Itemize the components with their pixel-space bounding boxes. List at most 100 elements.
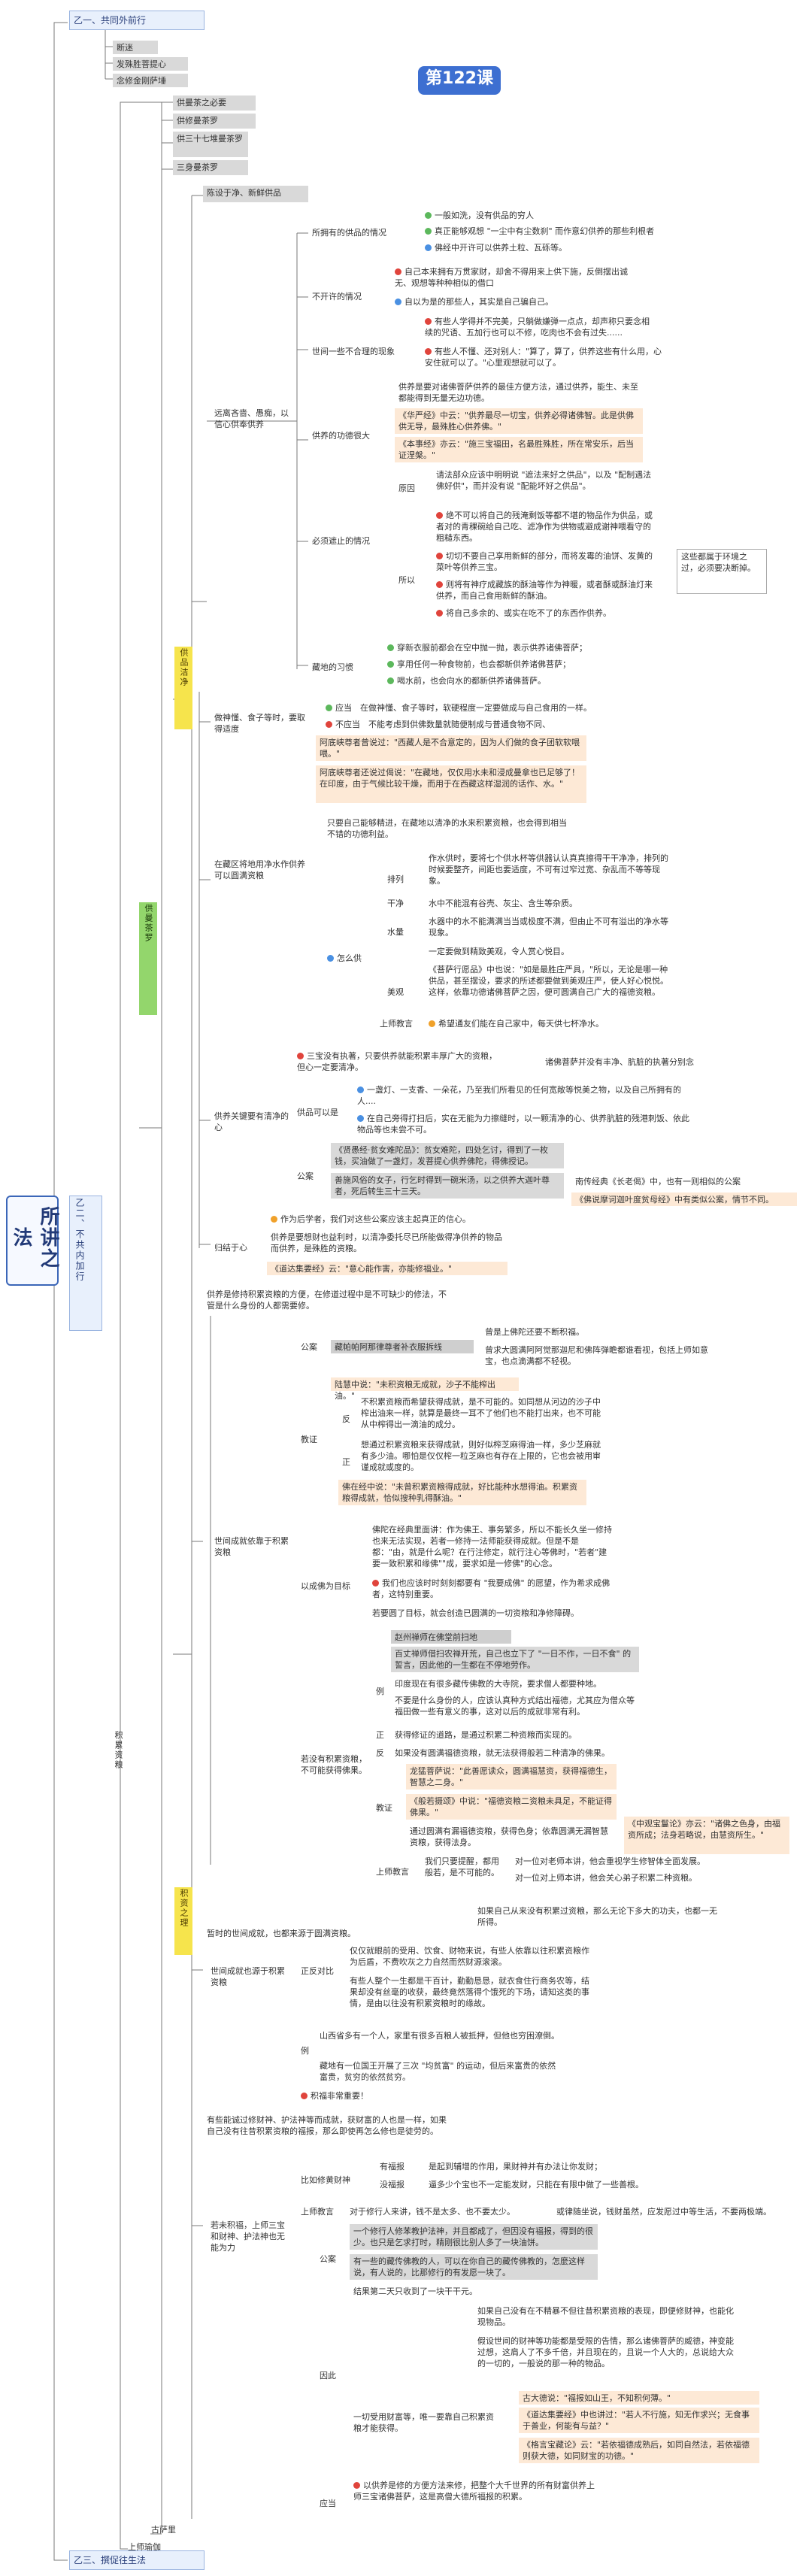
p8-row1-v0: 对于修行人来讲，钱不是太多、也不要太少。 [350,2207,515,2217]
sheng-ye-label[interactable]: 积累资粮 [109,1729,127,1790]
p2-row3: 阿底峡尊者还说过偈说："在藏地，仅仅用水未和浸成曼拿也已足够了！在印度，由于气候… [316,765,586,803]
p6-jiaojue-v0: 陆慧中说："未积资粮无成就，沙子不能榨出油。" [331,1377,519,1401]
p3-item1-key: 干净 [387,899,404,908]
p4-row1-v0: 《贤愚经·贫女难陀品》：贫女难陀，四处乞讨，得到了一枚钱，买油做了一盏灯，发菩提… [331,1143,564,1168]
p1-item4-sub2: 则将有神疗成藏族的酥油等作为神暖，或者酥或酥油灯来供养，而自己食用新鲜的酥油。 [432,577,658,603]
p7-row0-v1: 有些人整个一生都是干百计，勤勤恳恳，就衣食住行商务农等，结果却没有丝毫的收获，最… [350,1976,589,2008]
p6-l3-v2: 通过圆满有漏福德资粮，获得色身；依靠圆满无漏智慧资粮，获得法身。 [410,1826,608,1847]
p1-item1-key[interactable]: 不开许的情况 [312,292,362,302]
p1-item4-so: 所以 [398,575,415,585]
p6-jiaojue-key: 教证 [301,1435,317,1444]
p1-item1-v1: 自以为是的那些人，其实是自己骗自己。 [391,295,617,308]
p6-gongan-key: 公案 [301,1342,317,1352]
p1-item4-reason-text: 请法部众应该中明明说 "遮法来好之供品"，以及 "配制遇法佛好供"，而并没有说 … [436,470,652,491]
p6-intro: 供养是修持积累资粮的方便，在修道过程中是不可缺少的修法，不管是什么身份的人都需要… [207,1290,447,1311]
p6-c1-key: 正 [342,1457,350,1467]
p1-item3-v2: 《本事经》亦云："施三宝福田，名最胜殊胜，所在常安乐，后当证涅槃。" [395,437,643,462]
star-icon [271,1216,277,1223]
p3-item1-val: 水中不能混有谷壳、灰尘、含生等杂质。 [429,899,577,908]
p1-item5-v2: 喝水前，也会向水的都新供养诸佛菩萨。 [383,674,699,687]
p3-item0-val: 作水供时，要将七个供水杯等供器认认真真擦得干干净净，排列的时候要整齐，间距也要适… [429,853,668,886]
check-icon [326,705,332,711]
p5-v2: 《道达集要经》云："意心能作害，亦能修福业。" [267,1262,508,1275]
p6-l3-v3: 《中观宝鬘论》亦云："诸佛之色身，由福资所成；法身若略说，由慧资所生。" [624,1817,789,1854]
p1-item4-summary: 这些都属于环境之过，必须要决断掉。 [677,549,767,594]
sub-yi-yi-0[interactable]: 断迷 [113,41,158,54]
p5-v1: 供养是要想财也益利时，以清净委托尽已所能做得净供养的物品而供养，是殊胜的资粮。 [271,1232,502,1253]
part7-head[interactable]: 世间成就也源于积累资粮 [211,1966,285,1987]
cross-icon [436,512,443,519]
sub-yi-yi-2[interactable]: 念修金刚萨埵 [113,74,188,87]
p1-item2-key[interactable]: 世间一些不合理的现象 [312,347,395,356]
section-yi-er-label: 乙二、不共内加行 [74,1198,85,1282]
p4-row0-key: 供品可以是 [297,1108,338,1117]
p1-item0-v1-text: 真正能够观想 "一尘中有尘数刹" 而作意幻供养的那些利根者 [435,226,655,236]
p7-row0-v0: 仅仅就眼前的受用、饮食、财物来说，有些人依靠以往积累资粮作为后盾，不费吹灰之力自… [350,1946,589,1967]
part1-head[interactable]: 远离吝啬、愚痴，以信心供奉供养 [214,408,289,429]
gong-mandala-text: 供曼茶罗 [144,904,153,943]
cross-icon [436,581,443,588]
part5-head[interactable]: 归结于心 [214,1243,247,1253]
sub-yi-er-1[interactable]: 供修曼茶罗 [173,114,256,129]
ji-zhi-text: 积资之理 [179,1889,189,1928]
p8-row1-key: 上师教言 [301,2207,334,2217]
shang-shi-label[interactable]: 上师瑜伽 [128,2542,161,2552]
p6-gongan-v2: 曾求大圆满阿阿觉那迦尼和佛阵弹瞻都谁看视，包括上师如意宝，也点滴满都不轻视。 [485,1345,708,1366]
p1-item5-key[interactable]: 藏地的习惯 [312,662,353,672]
check-icon [387,644,394,651]
p1-item4-sub3-text: 将自己多余的、或实在吃不了的东西作供养。 [446,608,611,618]
p7-row0-key: 正反对比 [301,1966,334,1976]
p1-item5-v2-text: 喝水前，也会向水的都新供养诸佛菩萨。 [397,676,546,686]
section-yi-yi[interactable]: 乙一、共同外前行 [69,11,205,30]
gong-mandala-label[interactable]: 供曼茶罗 [139,902,157,1015]
p2-row1-key: 不应当 [335,720,360,729]
p6-l3-key: 教证 [376,1803,392,1813]
sub-yi-er-2[interactable]: 供三十七堆曼茶罗 [173,132,248,157]
zuo-xing-label[interactable]: 供品洁净 [174,647,192,729]
p7-row2-text: 积福非常重要！ [311,2091,368,2101]
p1-item4-key[interactable]: 必须遮止的情况 [312,536,370,546]
p3-item4-key: 美观 [387,987,404,997]
p8-row3-v4: 《道达集要经》中也讲过："若人不行施，知无作求兴；无食事于善业，何能有与益？" [519,2408,759,2433]
sub-yi-yi-1[interactable]: 发殊胜菩提心 [113,57,188,71]
part4-head[interactable]: 供养关键要有清净的心 [214,1111,289,1132]
star-icon [429,1020,435,1027]
section-yi-san[interactable]: 乙三、撰促往生法 [69,2550,205,2570]
info-icon [425,244,432,251]
sheng-ye-text: 积累资粮 [114,1731,123,1770]
p3-item2-val: 水器中的水不能满满当当或极度不满，但由止不可有溢出的净水等现象。 [429,917,668,938]
p6-goal-v2: 若要圆了目标，就会创造已圆满的一切资粮和净修障碍。 [372,1608,579,1618]
p8-row4-key: 应当 [320,2499,336,2508]
sub-yi-er-0[interactable]: 供曼茶之必要 [173,95,256,111]
p8-row4-v0: 以供养是修的方便方法来修，把整个大千世界的所有财富供养上师三宝诸佛菩萨，这是高僧… [350,2478,605,2504]
p1-item4-sub0: 绝不可以将自己的残淹剩饭等都不堪的物品作为供品，或者对的青稞碗给自己吃、滤净作为… [432,508,658,546]
p7-row1-key: 例 [301,2046,309,2056]
part6-head[interactable]: 世间成就依靠于积累资粮 [214,1536,289,1557]
p8-row2-v0: 一个修行人修苯教护法神，并且都成了，但因没有福报，得到的很少。也只是乞求打时，精… [350,2224,598,2250]
gu-sa-li-label[interactable]: 古萨里 [151,2525,176,2535]
section-yi-er[interactable]: 乙二、不共内加行 [69,1196,102,1331]
p6-l3-v0: 龙猛菩萨说："此善愿读众，圆满福慧资，获得福德生，智慧之二身。" [406,1764,617,1790]
p8-row1-v1: 或律随坐说，钱财虽然，应发愿过中等生活，不要两极端。 [556,2207,771,2217]
part3-head[interactable]: 在藏区将地用净水作供养可以圆满资粮 [214,859,305,880]
ji-zhi-label[interactable]: 积资之理 [174,1887,192,1955]
check-icon [387,661,394,668]
check-icon [425,228,432,235]
part8-head[interactable]: 若未积福，上师三宝和财神、护法神也无能为力 [211,2220,285,2253]
p1-item3-key[interactable]: 供养的功德很大 [312,431,370,441]
root-topic[interactable]: 所讲之法 [6,1196,59,1286]
cross-icon [395,268,401,275]
p3-item2-key: 水量 [387,927,404,937]
p1-item5-v0-text: 穿新衣服前都会在空中抛一抛，表示供养诸佛菩萨； [397,643,587,653]
p8-row0-key: 比如修黄财神 [301,2175,350,2185]
part2-head[interactable]: 做神懂、食子等时，要取得适度 [214,713,305,734]
p3-item4-val: 《菩萨行愿品》中也说："如是最胜庄严具，"所以，无论是哪一种供品，甚至摆设，要求… [429,965,668,997]
p6-l0-v1: 百丈禅师借扫农禅开荒，自己也立下了 "一日不作，一日不食" 的誓言，因此他的一生… [391,1647,639,1672]
p1-item0-v1: 真正能够观想 "一尘中有尘数刹" 而作意幻供养的那些利根者 [421,224,782,238]
lie-jing-node[interactable]: 陈设于净、新鲜供品 [203,186,308,202]
sub-yi-er-3[interactable]: 三身曼茶罗 [173,160,248,175]
p6-l3-v1: 《般若摄颂》中说："福德资粮二资粮未具足，不能证得佛果。" [406,1794,617,1820]
check-icon [387,677,394,684]
p1-item4-sub0-text: 绝不可以将自己的残淹剩饭等都不堪的物品作为供品，或者对的青稞碗给自己吃、滤净作为… [436,511,653,543]
p1-item0-key[interactable]: 所拥有的供品的情况 [312,228,386,238]
